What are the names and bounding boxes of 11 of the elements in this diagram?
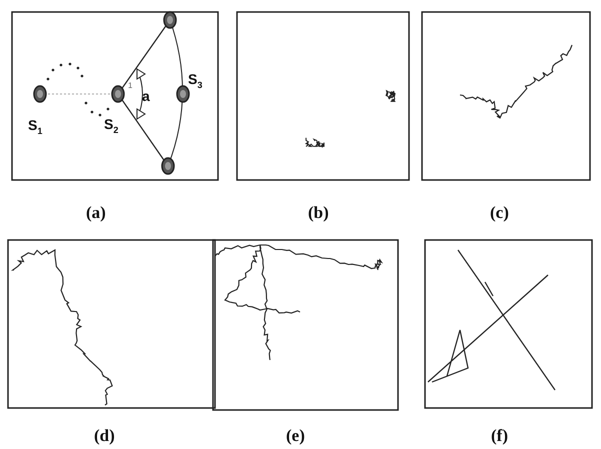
panel-caption: (c): [490, 204, 509, 221]
point-label: S$_{2}$: [104, 117, 118, 135]
panel-caption: (a): [86, 204, 106, 221]
panel-caption: (f): [491, 427, 508, 444]
panel-caption: (e): [286, 427, 305, 444]
angle-label: a: [142, 89, 150, 103]
point-label: S$_{1}$: [28, 118, 42, 136]
panel-caption: (d): [94, 427, 115, 444]
panel-caption: (b): [308, 204, 329, 221]
point-label: S$_{3}$: [188, 72, 202, 90]
step-length-label: 1: [128, 82, 132, 90]
